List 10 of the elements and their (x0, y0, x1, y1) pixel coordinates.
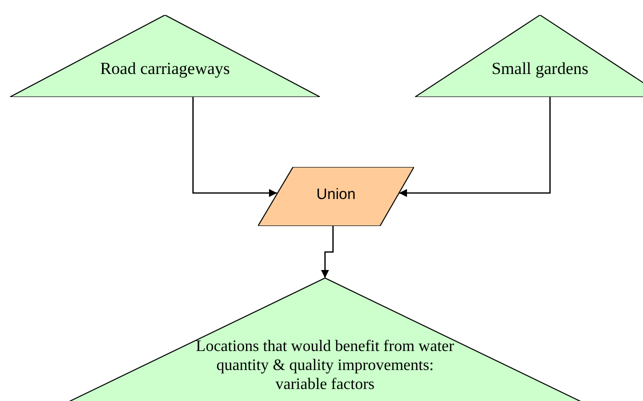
triangle-shape (10, 15, 320, 97)
node-label: Locations that would benefit from water quantity & quality improvements: variable factors (195, 337, 455, 394)
triangle-shape (415, 15, 643, 97)
connector-arrow (399, 97, 551, 197)
node-label: Small gardens (490, 59, 590, 79)
connector-arrow (321, 226, 334, 278)
connector-arrow (192, 97, 277, 197)
process-parallelogram (258, 167, 414, 226)
node-label: Union (315, 186, 357, 204)
node-label: Road carriageways (99, 59, 231, 79)
